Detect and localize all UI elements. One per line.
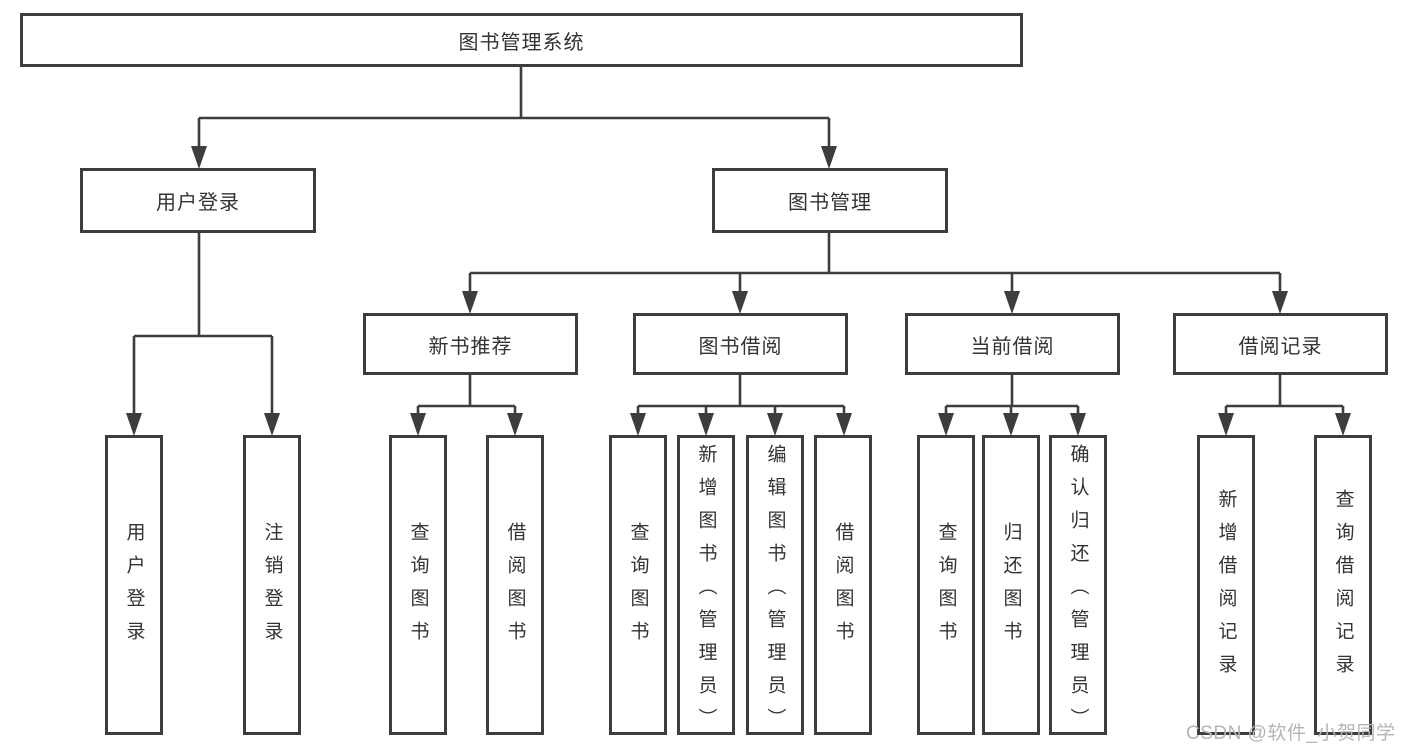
node-new-book-recommendation: 新书推荐 [363, 313, 578, 375]
csdn-watermark: CSDN @软件_小贺同学 [1186, 723, 1396, 744]
leaf-query-books-borrowing: 查询图书 [609, 435, 667, 735]
leaf-add-borrow-record: 新增借阅记录 [1197, 435, 1255, 735]
node-current-borrowing: 当前借阅 [905, 313, 1120, 375]
leaf-query-books-recommend: 查询图书 [389, 435, 447, 735]
leaf-borrow-books-recommend: 借阅图书 [486, 435, 544, 735]
leaf-add-books-admin: 新增图书（管理员） [677, 435, 735, 741]
leaf-confirm-return-admin: 确认归还（管理员） [1049, 435, 1107, 741]
node-book-management: 图书管理 [712, 168, 948, 233]
arrowheads [126, 146, 1351, 436]
node-library-management-system: 图书管理系统 [20, 13, 1023, 67]
leaf-return-books: 归还图书 [982, 435, 1040, 735]
leaf-query-books-current: 查询图书 [917, 435, 975, 735]
leaf-user-login: 用户登录 [105, 435, 163, 735]
leaf-edit-books-admin: 编辑图书（管理员） [746, 435, 804, 741]
node-borrowing-records: 借阅记录 [1173, 313, 1388, 375]
node-user-login: 用户登录 [80, 168, 316, 233]
node-book-borrowing: 图书借阅 [633, 313, 848, 375]
leaf-borrow-books-borrowing: 借阅图书 [814, 435, 872, 735]
leaf-query-borrow-record: 查询借阅记录 [1314, 435, 1372, 735]
leaf-logout: 注销登录 [243, 435, 301, 735]
